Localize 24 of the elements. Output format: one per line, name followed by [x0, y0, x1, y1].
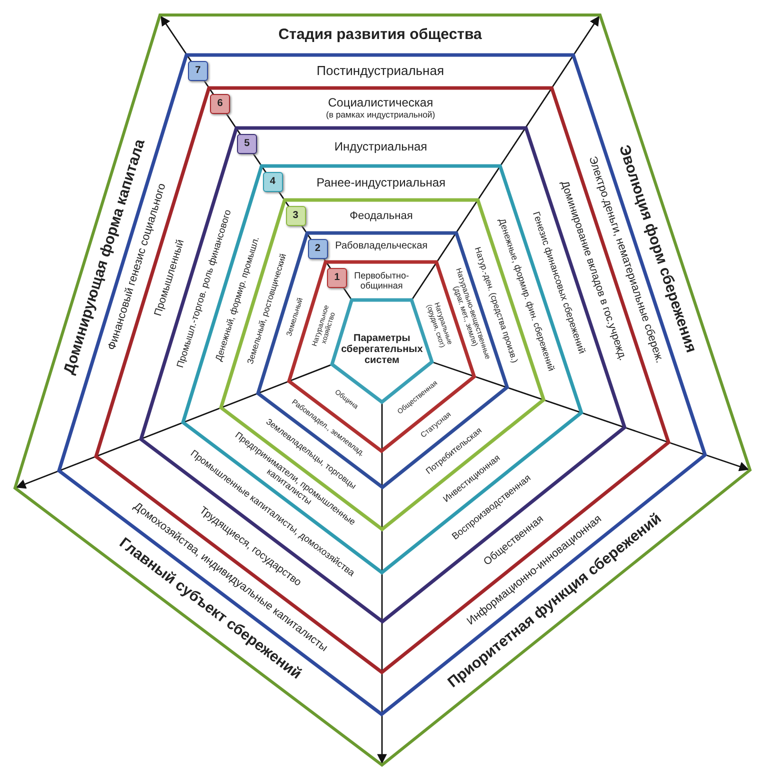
ring-label: (в рамках индустриальной)	[324, 110, 436, 120]
number-badge: 1	[327, 268, 347, 288]
ring-label: Социалистическая	[326, 96, 434, 110]
ring-label: Постиндустриальная	[316, 64, 446, 78]
pentagon-ring	[11, 11, 754, 769]
arrow	[377, 402, 387, 764]
number-badge: 4	[262, 172, 283, 192]
ring-label: Первобытно-общинная	[353, 271, 410, 291]
arrow	[160, 16, 352, 301]
ring-label: Рабовладельческая	[334, 242, 429, 253]
arrow	[411, 16, 600, 300]
ring-label: Феодальная	[348, 210, 414, 223]
ring-label: Ранее-индустриальная	[315, 176, 446, 190]
ring-label: Индустриальная	[333, 140, 428, 154]
number-badge: 5	[236, 134, 257, 154]
arrow	[432, 361, 750, 472]
arrow	[16, 364, 332, 489]
axis-heading: Стадия развития общества	[277, 26, 483, 44]
number-badge: 2	[308, 239, 328, 260]
pentagon-ring	[55, 50, 710, 718]
number-badge: 6	[210, 94, 230, 114]
number-badge: 7	[188, 60, 208, 81]
center-label: Параметры сберегательных систем	[340, 334, 423, 367]
number-badge: 3	[286, 206, 306, 226]
